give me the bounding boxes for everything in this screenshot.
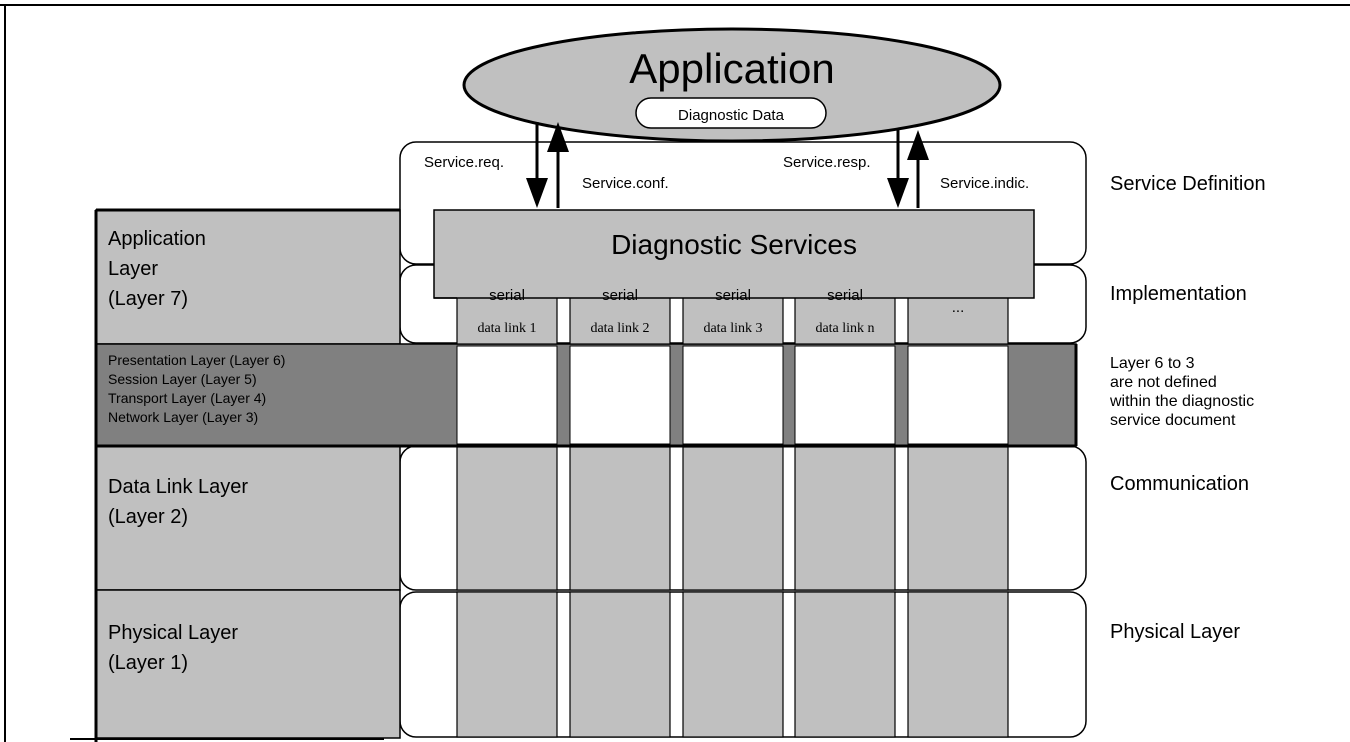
data-link-column-comm-5	[907, 446, 1009, 591]
data-link-ellipsis-label: ...	[952, 299, 965, 316]
data-link-bottom-label-1: data link 1	[477, 321, 536, 336]
data-link-bottom-label-2: data link 2	[590, 321, 649, 336]
data-link-column-phys-2	[569, 591, 671, 738]
data-link-column-phys-3	[682, 591, 784, 738]
service-definition-label: Service Definition	[1110, 173, 1266, 195]
diagnostic-services-label: Diagnostic Services	[611, 229, 857, 260]
physical-right-label: Physical Layer	[1110, 621, 1240, 643]
service-conf-arrow-head	[547, 122, 569, 152]
data-link-column-phys-1	[456, 591, 558, 738]
physical-layer-line-1: Physical Layer	[108, 622, 238, 644]
middle-gap-1	[456, 345, 558, 445]
data-link-top-label-2: serial	[602, 287, 638, 304]
data-link-column-phys-4	[794, 591, 896, 738]
data-link-column-comm-2	[569, 446, 671, 591]
middle-layer-line-1: Presentation Layer (Layer 6)	[108, 352, 285, 368]
middle-layer-line-2: Session Layer (Layer 5)	[108, 371, 257, 387]
app-layer-line-2: Layer	[108, 258, 158, 280]
middle-gap-2	[569, 345, 671, 445]
service-conf-label: Service.conf.	[582, 175, 669, 192]
not-defined-line-2: are not defined	[1110, 374, 1217, 391]
data-link-column-phys-5	[907, 591, 1009, 738]
service-resp-arrow-head	[887, 178, 909, 208]
service-req-label: Service.req.	[424, 154, 504, 171]
middle-gap-4	[794, 345, 896, 445]
middle-layer-line-3: Transport Layer (Layer 4)	[108, 390, 266, 406]
data-link-layer-line-2: (Layer 2)	[108, 506, 188, 528]
middle-gap-5	[907, 345, 1009, 445]
application-title: Application	[629, 45, 834, 92]
data-link-top-label-3: serial	[715, 287, 751, 304]
diagnostic-services-box	[433, 209, 1035, 299]
communication-label: Communication	[1110, 473, 1249, 495]
data-link-column-comm-1	[456, 446, 558, 591]
data-link-column-comm-4	[794, 446, 896, 591]
data-link-layer-block	[95, 445, 401, 591]
data-link-bottom-label-3: data link 3	[703, 321, 762, 336]
implementation-label: Implementation	[1110, 283, 1247, 305]
physical-layer-line-2: (Layer 1)	[108, 652, 188, 674]
not-defined-line-4: service document	[1110, 412, 1236, 429]
service-indic-label: Service.indic.	[940, 175, 1029, 192]
diagnostic-data-pill	[635, 97, 827, 129]
data-link-layer-line-1: Data Link Layer	[108, 476, 248, 498]
physical-layer-block	[95, 589, 401, 739]
not-defined-line-1: Layer 6 to 3	[1110, 355, 1195, 372]
app-layer-line-3: (Layer 7)	[108, 288, 188, 310]
app-layer-line-1: Application	[108, 228, 206, 250]
middle-gap-3	[682, 345, 784, 445]
application-ellipse	[462, 27, 1002, 143]
data-link-bottom-label-4: data link n	[815, 321, 874, 336]
application-layer-block	[95, 209, 401, 345]
service-indic-arrow-head	[907, 130, 929, 160]
diagnostic-data-label: Diagnostic Data	[678, 107, 785, 124]
data-link-top-label-1: serial	[489, 287, 525, 304]
data-link-top-label-4: serial	[827, 287, 863, 304]
service-resp-label: Service.resp.	[783, 154, 871, 171]
service-req-arrow-head	[526, 178, 548, 208]
not-defined-line-3: within the diagnostic	[1109, 393, 1254, 410]
middle-layer-line-4: Network Layer (Layer 3)	[108, 409, 258, 425]
data-link-column-comm-3	[682, 446, 784, 591]
